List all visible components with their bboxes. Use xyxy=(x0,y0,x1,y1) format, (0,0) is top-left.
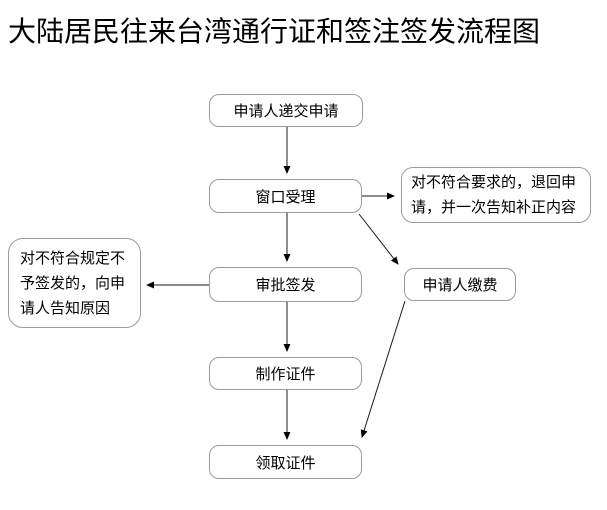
flow-node-label: 对不符合要求的，退回申请，并一次告知补正内容 xyxy=(411,174,577,216)
connector-window-to-pay xyxy=(358,213,399,265)
flow-node-label: 制作证件 xyxy=(255,366,316,383)
connector-pay-to-collect xyxy=(360,300,406,438)
flow-node-window-acceptance: 窗口受理 xyxy=(209,179,362,213)
flow-node-return-application-notice: 对不符合要求的，退回申请，并一次告知补正内容 xyxy=(401,167,591,223)
page-title: 大陆居民往来台湾通行证和签注签发流程图 xyxy=(8,16,541,47)
flow-node-label: 申请人递交申请 xyxy=(233,103,339,120)
flow-node-applicant-pays-fee: 申请人缴费 xyxy=(404,268,516,301)
flow-node-submit-application: 申请人递交申请 xyxy=(209,94,363,127)
flow-node-collect-document: 领取证件 xyxy=(209,445,362,479)
flow-node-label: 申请人缴费 xyxy=(422,277,498,294)
flow-node-approve-and-issue: 审批签发 xyxy=(209,267,362,302)
flow-node-refusal-reason-notice: 对不符合规定不予签发的，向申请人告知原因 xyxy=(8,238,141,328)
flow-node-label: 窗口受理 xyxy=(255,188,316,206)
flow-node-label: 领取证件 xyxy=(255,454,316,472)
flow-node-produce-document: 制作证件 xyxy=(209,357,362,390)
flow-node-label: 审批签发 xyxy=(255,277,316,294)
flow-node-label: 对不符合规定不予签发的，向申请人告知原因 xyxy=(20,249,126,317)
